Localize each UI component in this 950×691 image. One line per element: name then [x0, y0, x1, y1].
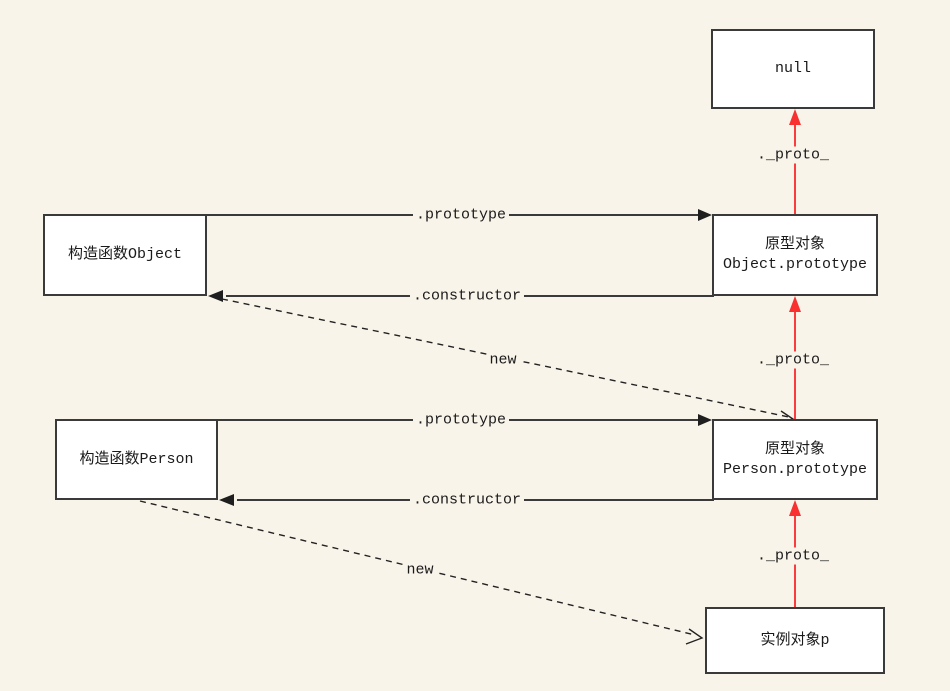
constructor-person-label: 构造函数Person [79, 450, 194, 468]
prototype-person-label-zh: 原型对象 [764, 440, 825, 458]
constructor-object-node: 构造函数Object [43, 214, 207, 296]
personproto-to-objectproto-edge-label: ._proto_ [753, 351, 833, 369]
instance-p-node: 实例对象p [705, 607, 885, 674]
object-prototype-edge-label: .prototype [412, 206, 510, 224]
prototype-person-label-en: Person.prototype [722, 460, 868, 478]
constructor-person-node: 构造函数Person [55, 419, 218, 500]
new-person-dashed-line [139, 500, 696, 636]
prototype-object-label-en: Object.prototype [722, 256, 868, 273]
object-prototype-arrowhead-icon [698, 209, 712, 221]
instance-to-personproto-arrowhead-icon [789, 500, 801, 516]
person-prototype-edge-label: .prototype [412, 411, 510, 429]
null-node-label: null [774, 60, 811, 77]
objectproto-to-null-edge-label: ._proto_ [753, 146, 833, 164]
prototype-person-node: 原型对象 Person.prototype [712, 419, 878, 500]
instance-p-label: 实例对象p [760, 631, 830, 649]
new-person-edge-label: new [403, 561, 437, 579]
person-constructor-edge-label: .constructor [409, 491, 525, 509]
prototype-object-node: 原型对象 Object.prototype [712, 214, 878, 296]
person-constructor-arrowhead-icon [219, 494, 234, 506]
personproto-to-objectproto-arrowhead-icon [789, 296, 801, 312]
instance-to-personproto-edge-label: ._proto_ [753, 547, 833, 565]
new-person-open-arrowhead-icon [685, 628, 704, 645]
person-prototype-arrowhead-icon [698, 414, 712, 426]
object-constructor-arrowhead-icon [208, 290, 223, 302]
object-constructor-edge-label: .constructor [409, 287, 525, 305]
prototype-object-label-zh: 原型对象 [764, 236, 825, 253]
constructor-object-label: 构造函数Object [67, 246, 182, 263]
objectproto-to-null-arrowhead-icon [789, 109, 801, 125]
null-node: null [711, 29, 875, 109]
new-object-edge-label: new [486, 351, 520, 369]
